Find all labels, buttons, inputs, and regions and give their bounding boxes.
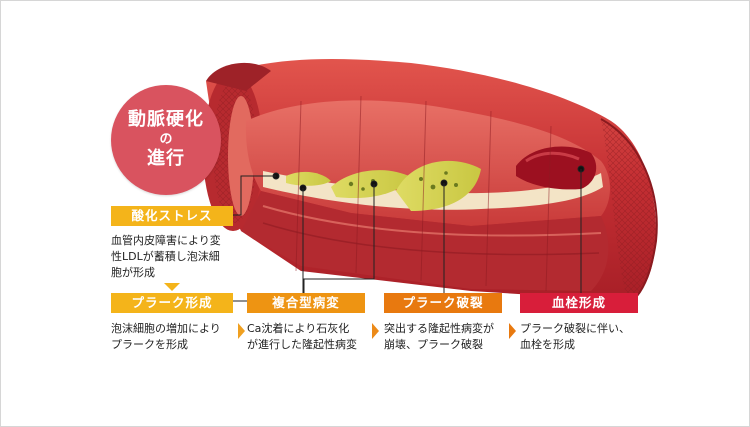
stage-thrombus-formation-description: プラーク破裂に伴い、 血栓を形成 [520,322,630,351]
arrow-down-icon [164,283,180,291]
plaque-early [286,171,331,186]
plaque-complex [396,160,481,211]
stage-complex-lesion-label: 複合型病変 [247,293,365,313]
stage-plaque-formation-description: 泡沫細胞の増加により プラークを形成 [111,322,221,351]
stage-plaque-rupture-description: 突出する隆起性病変が 崩壊、プラーク破裂 [384,322,494,351]
stage-plaque-rupture-label: プラーク破裂 [384,293,502,313]
title-line-2: の [159,131,173,147]
stage-plaque-formation-label: プラーク形成 [111,293,233,313]
arrow-right-icon [509,323,516,339]
title-circle: 動脈硬化 の 進行 [111,85,221,195]
title-line-3: 進行 [147,148,185,170]
stage-oxidative-stress-label: 酸化ストレス [111,206,233,226]
stage-thrombus-formation-label: 血栓形成 [520,293,638,313]
arrow-right-icon [238,323,245,339]
stage-complex-lesion-description: Ca沈着により石灰化 が進行した隆起性病変 [247,322,357,351]
title-line-1: 動脈硬化 [128,109,204,131]
arrow-right-icon [372,323,379,339]
stage-oxidative-stress-description: 血管内皮障害により変 性LDLが蓄積し泡沫細 胞が形成 [111,234,221,279]
